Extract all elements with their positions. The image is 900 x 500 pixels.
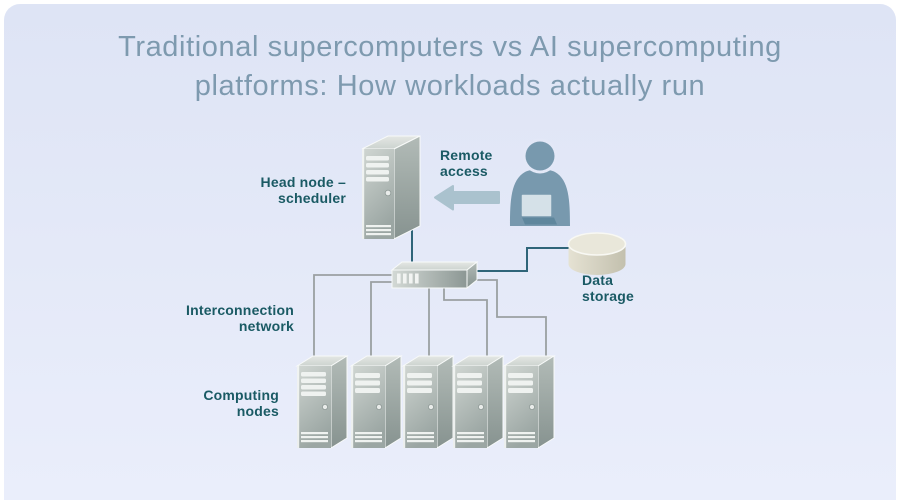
computing-node-4 (452, 355, 504, 449)
line-switch-to-storage (470, 247, 570, 272)
head-node-server-icon (361, 135, 421, 240)
line-switch-to-node-2 (370, 281, 394, 360)
computing-node-3 (402, 355, 454, 449)
head-node-label: Head node – scheduler (260, 174, 346, 206)
computing-node-2 (350, 355, 402, 449)
remote-access-arrow-icon (434, 185, 500, 211)
computing-nodes-label: Computing nodes (203, 387, 279, 419)
line-switch-to-node-1 (313, 274, 394, 360)
architecture-diagram (296, 135, 627, 449)
line-switch-to-node-4 (443, 287, 488, 360)
network-switch-icon (390, 260, 479, 290)
computing-node-towers (296, 355, 555, 449)
data-storage-label: Data storage (582, 272, 634, 304)
connector-lines (313, 230, 570, 360)
line-switch-to-node-5 (470, 279, 547, 360)
laptop-base (522, 217, 557, 225)
laptop-screen (518, 191, 555, 220)
title-line-1: Traditional supercomputers vs AI superco… (118, 31, 782, 63)
user-head (525, 141, 555, 171)
computing-node-1 (296, 355, 348, 449)
computing-node-5 (503, 355, 555, 449)
remote-access-label: Remote access (440, 147, 493, 179)
diagram-card: Traditional supercomputers vs AI superco… (4, 4, 896, 500)
page-title: Traditional supercomputers vs AI superco… (4, 28, 896, 106)
title-line-2: platforms: How workloads actually run (194, 70, 706, 102)
interconnection-network-label: Interconnection network (185, 302, 294, 334)
data-storage-icon (567, 232, 627, 275)
remote-user-icon (510, 138, 570, 226)
